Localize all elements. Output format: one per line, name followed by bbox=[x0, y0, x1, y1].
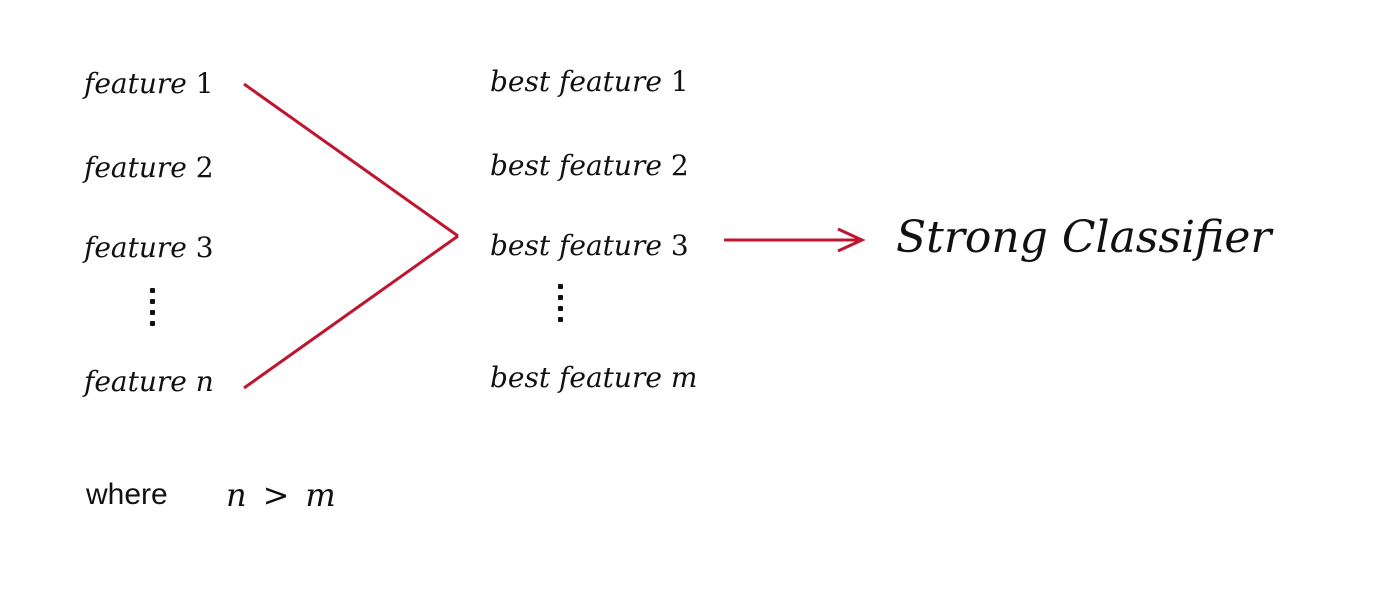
feature-word: feature bbox=[84, 231, 187, 264]
feature-index: 2 bbox=[670, 149, 689, 182]
feature-word: feature bbox=[84, 67, 187, 100]
feature-word: feature bbox=[559, 65, 662, 98]
condition-word: where bbox=[86, 478, 168, 511]
best-prefix: best bbox=[490, 65, 551, 98]
feature-index: 2 bbox=[195, 151, 214, 184]
condition-lhs: n bbox=[226, 476, 247, 514]
best-prefix: best bbox=[490, 229, 551, 262]
feature-index: m bbox=[670, 361, 698, 394]
feature-label-2: feature 2 bbox=[84, 150, 214, 186]
arrow-head bbox=[837, 227, 866, 253]
best-feature-label-3: best feature 3 bbox=[490, 228, 689, 264]
best-feature-label-m: best feature m bbox=[490, 360, 697, 396]
feature-word: feature bbox=[559, 361, 662, 394]
strong-classifier-label: Strong Classifier bbox=[896, 212, 1272, 263]
feature-label-3: feature 3 bbox=[84, 230, 214, 266]
feature-label-1: feature 1 bbox=[84, 66, 214, 102]
feature-index: 3 bbox=[670, 229, 689, 262]
feature-word: feature bbox=[559, 229, 662, 262]
best-prefix: best bbox=[490, 149, 551, 182]
condition-expression: n > m bbox=[226, 476, 336, 514]
middle-ellipsis-icon bbox=[558, 284, 564, 322]
best-feature-label-2: best feature 2 bbox=[490, 148, 689, 184]
converge-line-bottom bbox=[243, 234, 459, 390]
feature-word: feature bbox=[84, 365, 187, 398]
feature-index: 3 bbox=[195, 231, 214, 264]
feature-word: feature bbox=[559, 149, 662, 182]
feature-index: 1 bbox=[670, 65, 689, 98]
condition-operator: > bbox=[262, 476, 290, 514]
best-prefix: best bbox=[490, 361, 551, 394]
feature-index: 1 bbox=[195, 67, 214, 100]
condition-rhs: m bbox=[305, 476, 336, 514]
feature-word: feature bbox=[84, 151, 187, 184]
feature-index: n bbox=[195, 365, 214, 398]
converge-line-top bbox=[243, 82, 459, 238]
best-feature-label-1: best feature 1 bbox=[490, 64, 689, 100]
feature-label-n: feature n bbox=[84, 364, 214, 400]
left-ellipsis-icon bbox=[150, 288, 156, 326]
